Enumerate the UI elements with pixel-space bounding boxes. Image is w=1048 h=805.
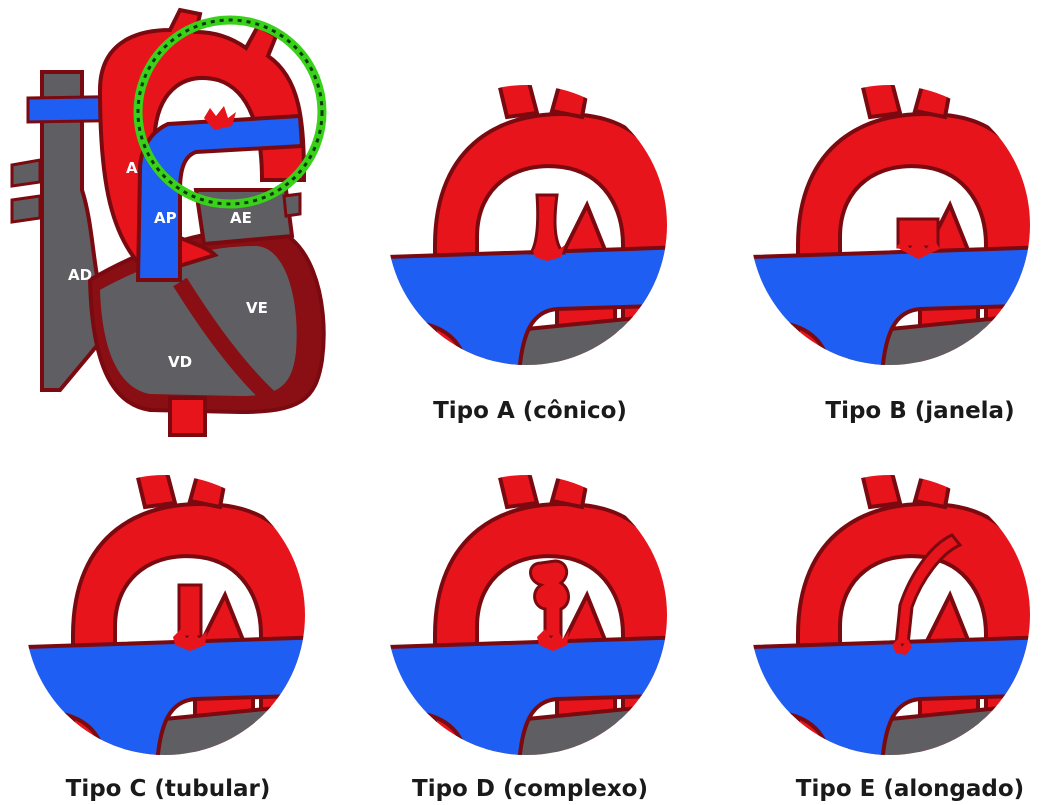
caption-type-c: Tipo C (tubular) — [66, 776, 271, 802]
caption-type-d: Tipo D (complexo) — [412, 776, 648, 802]
label-left-ventricle: VE — [246, 299, 268, 317]
panel-type-e — [750, 465, 1048, 765]
label-left-atrium: AE — [230, 209, 252, 227]
label-aorta: A — [126, 159, 138, 177]
panel-type-c — [25, 465, 327, 765]
caption-type-b: Tipo B (janela) — [825, 398, 1014, 424]
label-pulmonary-artery: AP — [154, 209, 177, 227]
aorta-shape — [170, 398, 205, 435]
panel-type-a — [387, 75, 689, 375]
heart-illustration: A AP AE AD VE VD — [12, 10, 324, 435]
label-right-ventricle: VD — [168, 353, 192, 371]
panel-type-d — [387, 465, 689, 765]
panel-type-b — [750, 75, 1048, 375]
caption-type-e: Tipo E (alongado) — [796, 776, 1024, 802]
caption-type-a: Tipo A (cônico) — [433, 398, 627, 424]
label-right-atrium: AD — [68, 266, 92, 284]
